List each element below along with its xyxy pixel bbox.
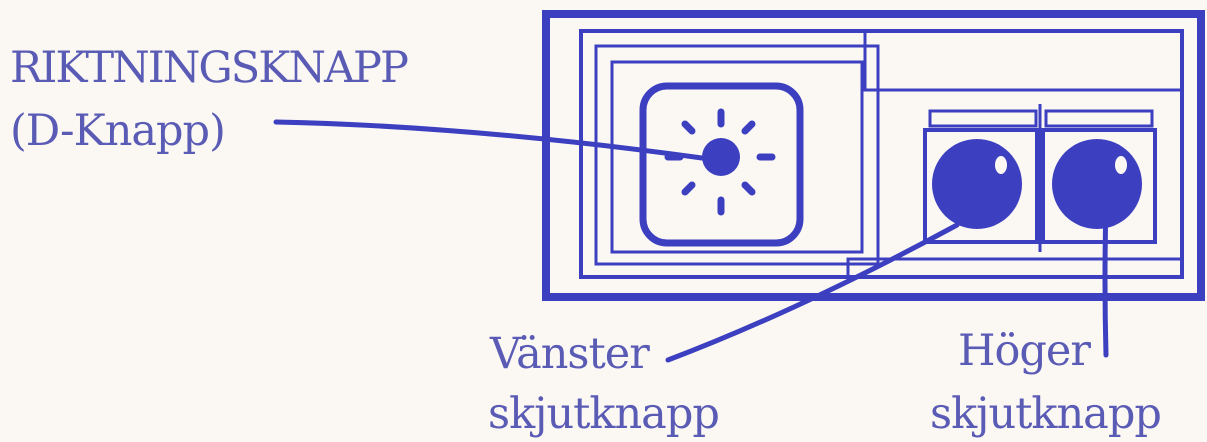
dpad-housing bbox=[639, 82, 804, 247]
right-button-leader-line bbox=[1102, 202, 1109, 358]
controller-inner-frame-3 bbox=[610, 60, 864, 254]
left-slot bbox=[928, 109, 1038, 128]
right-button-frame bbox=[1041, 128, 1157, 244]
left-button-frame bbox=[923, 128, 1039, 244]
right-fire-button bbox=[1052, 139, 1142, 229]
left-button-leader-line bbox=[665, 222, 960, 363]
right-button-label: Höger bbox=[958, 326, 1091, 376]
dpad-label-title: RIKTNINGSKNAPP bbox=[10, 43, 409, 93]
round-button-icon bbox=[932, 139, 1022, 229]
controller-outer-frame bbox=[542, 10, 1205, 301]
dpad-center bbox=[702, 138, 740, 176]
top-right-panel bbox=[863, 31, 1182, 92]
left-fire-button bbox=[932, 139, 1022, 229]
left-button-label: Vänster bbox=[490, 329, 650, 379]
left-button-label-sub: skjutknapp bbox=[488, 389, 720, 439]
bottom-right-strip bbox=[846, 257, 1182, 277]
dpad-label-subtitle: (D-Knapp) bbox=[10, 106, 226, 156]
d-pad-sunburst-icon bbox=[664, 108, 776, 216]
right-slot bbox=[1044, 109, 1154, 128]
dpad-leader-line bbox=[273, 119, 705, 161]
round-button-icon bbox=[1052, 139, 1142, 229]
controller-inner-frame-1 bbox=[579, 29, 1184, 279]
controller-inner-frame-2 bbox=[594, 44, 880, 266]
right-button-label-sub: skjutknapp bbox=[930, 389, 1162, 439]
